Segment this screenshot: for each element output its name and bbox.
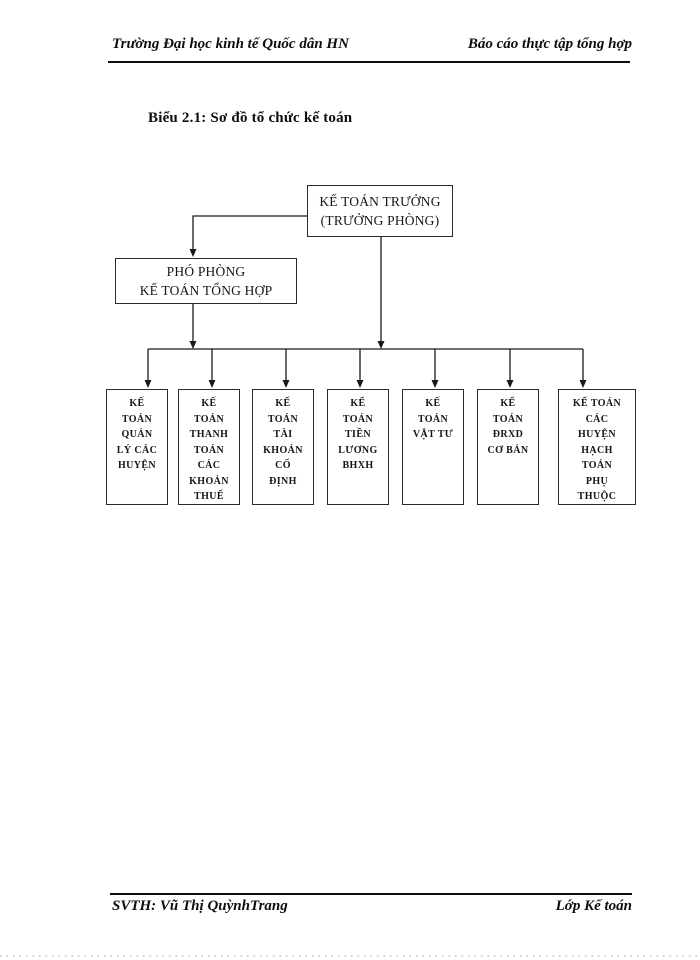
footer-rule — [110, 893, 632, 895]
org-node-unit-tax-payments: KẾ TOÁN THANH TOÁN CÁC KHOẢN THUẾ — [178, 389, 240, 505]
bottom-dotted-rule — [0, 955, 700, 957]
figure-title: Biểu 2.1: Sơ đồ tổ chức kế toán — [148, 110, 353, 126]
header-right-text: Báo cáo thực tập tổng hợp — [467, 36, 632, 52]
org-node-unit-dependent-districts: KẾ TOÁN CÁC HUYỆN HẠCH TOÁN PHỤ THUỘC — [558, 389, 636, 505]
page-footer: SVTH: Vũ Thị QuỳnhTrang Lớp Kế toán — [112, 898, 632, 915]
org-node-deputy-general-accounting: PHÓ PHÒNG KẾ TOÁN TỔNG HỢP — [115, 258, 297, 304]
header-left-text: Trường Đại học kinh tế Quốc dân HN — [112, 36, 349, 52]
org-node-chief-accountant: KẾ TOÁN TRƯỞNG (TRƯỞNG PHÒNG) — [307, 185, 453, 237]
header-rule — [108, 61, 630, 63]
page-header: Trường Đại học kinh tế Quốc dân HN Báo c… — [112, 36, 632, 53]
org-node-unit-fixed-accounts: KẾ TOÁN TÀI KHOẢN CỐ ĐỊNH — [252, 389, 314, 505]
org-node-unit-district-management: KẾ TOÁN QUẢN LÝ CÁC HUYỆN — [106, 389, 168, 505]
org-node-unit-materials: KẾ TOÁN VẬT TƯ — [402, 389, 464, 505]
footer-right-text: Lớp Kế toán — [555, 898, 632, 914]
footer-left-text: SVTH: Vũ Thị QuỳnhTrang — [112, 898, 288, 914]
org-node-unit-capital-construction: KẾ TOÁN ĐRXD CƠ BẢN — [477, 389, 539, 505]
org-node-unit-payroll-insurance: KẾ TOÁN TIỀN LƯƠNG BHXH — [327, 389, 389, 505]
